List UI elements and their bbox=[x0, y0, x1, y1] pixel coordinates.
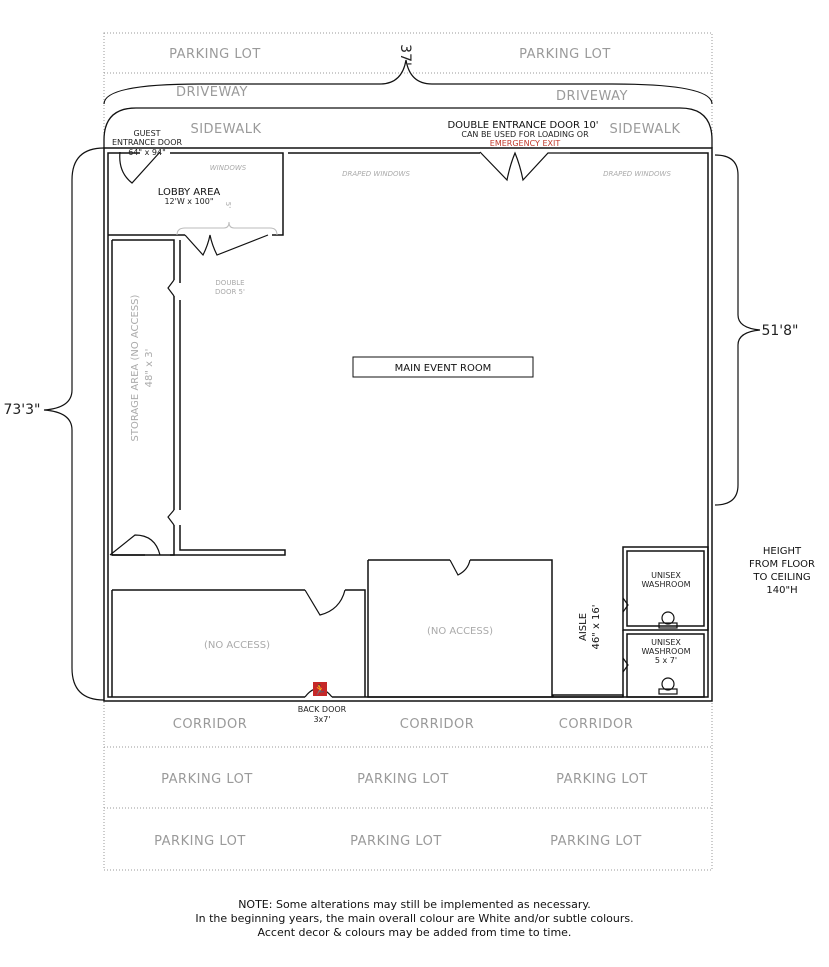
note-line: Accent decor & colours may be added from… bbox=[257, 926, 572, 939]
no-access-label: (NO ACCESS) bbox=[427, 626, 493, 637]
inner-double-door[interactable] bbox=[184, 234, 269, 257]
toilets bbox=[658, 611, 678, 695]
storage-label: STORAGE AREA (NO ACCESS) bbox=[130, 294, 141, 441]
note: NOTE: Some alterations may still be impl… bbox=[0, 898, 829, 940]
washroom-label: UNISEX bbox=[651, 638, 681, 647]
main-room-brace bbox=[714, 154, 761, 506]
double-entrance-label: DOUBLE ENTRANCE DOOR 10' bbox=[447, 120, 598, 131]
parking-lot-label: PARKING LOT bbox=[169, 47, 261, 62]
parking-lot-label: PARKING LOT bbox=[556, 772, 648, 787]
parking-lot-label: PARKING LOT bbox=[519, 47, 611, 62]
inner-door-dimension-label: 5' bbox=[224, 202, 232, 208]
lobby-label: LOBBY AREA bbox=[158, 187, 221, 198]
building-outer-wall bbox=[103, 147, 713, 702]
washroom-size: 5 x 7' bbox=[655, 656, 677, 665]
no-access-label: (NO ACCESS) bbox=[204, 640, 270, 651]
exit-sign-icon bbox=[313, 682, 327, 696]
storage-size: 48" x 3' bbox=[144, 349, 155, 388]
interior-walls bbox=[107, 152, 709, 698]
driveway-label: DRIVEWAY bbox=[176, 85, 248, 100]
draped-windows-label: DRAPED WINDOWS bbox=[342, 170, 410, 178]
note-line: In the beginning years, the main overall… bbox=[195, 912, 634, 925]
guest-door-label: ENTRANCE DOOR bbox=[112, 138, 183, 147]
corridor-label: CORRIDOR bbox=[400, 717, 474, 732]
exit-runner-icon: 🏃 bbox=[314, 683, 326, 696]
driveway-label: DRIVEWAY bbox=[556, 89, 628, 104]
aisle-label: AISLE bbox=[578, 613, 589, 641]
parking-lot-label: PARKING LOT bbox=[350, 834, 442, 849]
corridor-label: CORRIDOR bbox=[559, 717, 633, 732]
parking-lot-label: PARKING LOT bbox=[550, 834, 642, 849]
no-access-door[interactable] bbox=[304, 589, 346, 616]
sidewalk-outline bbox=[103, 107, 713, 148]
parking-lot-label: PARKING LOT bbox=[357, 772, 449, 787]
note-line: NOTE: Some alterations may still be impl… bbox=[238, 898, 591, 911]
washroom-label: WASHROOM bbox=[641, 647, 690, 656]
aisle-size: 46" x 16' bbox=[591, 604, 602, 649]
parking-lot-label: PARKING LOT bbox=[154, 834, 246, 849]
length-dimension: 73'3" bbox=[3, 402, 40, 418]
width-dimension: 37' bbox=[397, 44, 413, 66]
height-label: TO CEILING bbox=[752, 572, 810, 583]
inner-double-door-label: DOOR 5' bbox=[215, 288, 245, 296]
inner-door-dimension bbox=[176, 221, 278, 236]
main-room-dimension: 51'8" bbox=[761, 323, 798, 339]
draped-windows-label: DRAPED WINDOWS bbox=[603, 170, 671, 178]
width-brace bbox=[103, 59, 713, 105]
parking-lot-label: PARKING LOT bbox=[161, 772, 253, 787]
main-event-room-label: MAIN EVENT ROOM bbox=[395, 363, 492, 374]
guest-entrance-door[interactable] bbox=[119, 151, 161, 184]
windows-label: WINDOWS bbox=[210, 164, 247, 172]
main-event-label-box bbox=[352, 356, 534, 378]
sidewalk-label: SIDEWALK bbox=[190, 122, 261, 137]
corridor-label: CORRIDOR bbox=[173, 717, 247, 732]
height-value: 140"H bbox=[766, 585, 797, 596]
storage-door[interactable] bbox=[109, 534, 161, 556]
middle-room-door[interactable] bbox=[449, 559, 471, 576]
height-label: FROM FLOOR bbox=[749, 559, 815, 570]
doors bbox=[109, 151, 629, 698]
guest-door-label: GUEST bbox=[133, 129, 160, 138]
length-brace bbox=[43, 147, 105, 701]
toilet-icon bbox=[661, 611, 675, 625]
height-label: HEIGHT bbox=[763, 546, 802, 557]
guest-door-size: 64" x 94" bbox=[128, 148, 166, 157]
washroom-label: UNISEX bbox=[651, 571, 681, 580]
back-door-label: BACK DOOR bbox=[298, 705, 347, 714]
inner-double-door-label: DOUBLE bbox=[215, 279, 244, 287]
lobby-size: 12'W x 100" bbox=[164, 197, 213, 206]
back-door-size: 3x7' bbox=[313, 715, 330, 724]
double-entrance-note: CAN BE USED FOR LOADING OR bbox=[461, 130, 589, 139]
emergency-exit-label: EMERGENCY EXIT bbox=[490, 139, 561, 148]
washroom-label: WASHROOM bbox=[641, 580, 690, 589]
site-grid bbox=[103, 32, 713, 871]
double-entrance-door[interactable] bbox=[479, 151, 570, 182]
sidewalk-label: SIDEWALK bbox=[609, 122, 680, 137]
toilet-icon bbox=[661, 677, 675, 691]
